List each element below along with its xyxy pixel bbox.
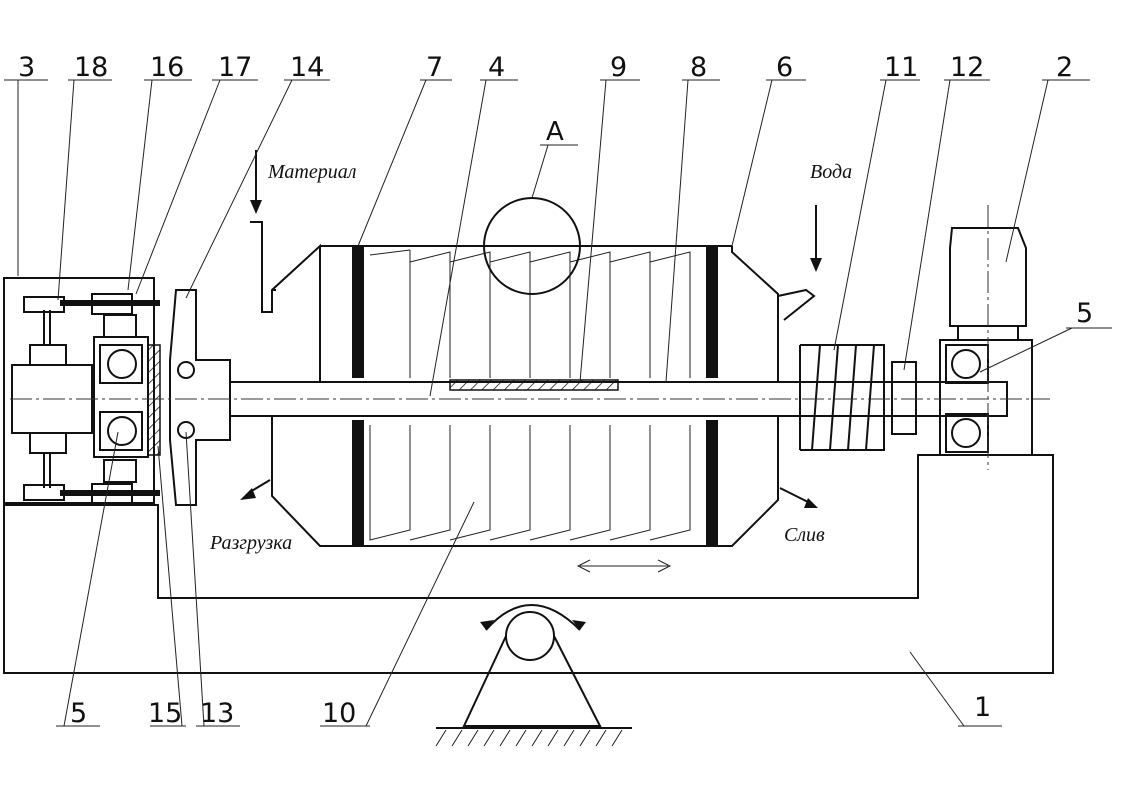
label-4: 4 bbox=[488, 52, 505, 83]
label-14: 14 bbox=[290, 52, 324, 83]
label-5-right: 5 bbox=[1076, 298, 1093, 329]
pivot-support bbox=[435, 604, 632, 747]
spring bbox=[799, 344, 885, 451]
label-11: 11 bbox=[884, 52, 918, 83]
caption-unloading: Разгрузка bbox=[209, 532, 292, 554]
right-ring bbox=[706, 246, 718, 378]
label-9: 9 bbox=[610, 52, 627, 83]
shaft-sleeve bbox=[449, 379, 619, 391]
caption-drain: Слив bbox=[784, 524, 825, 546]
label-2: 2 bbox=[1056, 52, 1073, 83]
label-3: 3 bbox=[18, 52, 35, 83]
right-ring-lower bbox=[706, 420, 718, 546]
left-bearing bbox=[93, 314, 161, 483]
frame bbox=[3, 454, 1054, 674]
label-1: 1 bbox=[974, 692, 991, 723]
label-a: А bbox=[546, 117, 564, 147]
label-5-left: 5 bbox=[70, 698, 87, 729]
label-12: 12 bbox=[950, 52, 984, 83]
label-16: 16 bbox=[150, 52, 184, 83]
caption-water: Вода bbox=[810, 161, 852, 183]
label-6: 6 bbox=[776, 52, 793, 83]
nut bbox=[891, 361, 917, 435]
left-vibrator bbox=[11, 293, 160, 505]
left-ring-lower bbox=[352, 420, 364, 546]
leader-lines bbox=[4, 79, 1112, 727]
motor bbox=[939, 227, 1033, 456]
motion-arrow bbox=[576, 559, 672, 573]
drum-baffles bbox=[369, 249, 691, 541]
drum-body bbox=[250, 221, 816, 547]
flange bbox=[169, 289, 231, 506]
label-10: 10 bbox=[322, 698, 356, 729]
material-arrow bbox=[250, 150, 262, 214]
label-8: 8 bbox=[690, 52, 707, 83]
label-15: 15 bbox=[148, 698, 182, 729]
label-18: 18 bbox=[74, 52, 108, 83]
label-7: 7 bbox=[426, 52, 443, 83]
water-arrow bbox=[810, 205, 822, 272]
label-17: 17 bbox=[218, 52, 252, 83]
left-ring bbox=[352, 246, 364, 378]
caption-material: Материал bbox=[267, 161, 357, 183]
label-13: 13 bbox=[200, 698, 234, 729]
